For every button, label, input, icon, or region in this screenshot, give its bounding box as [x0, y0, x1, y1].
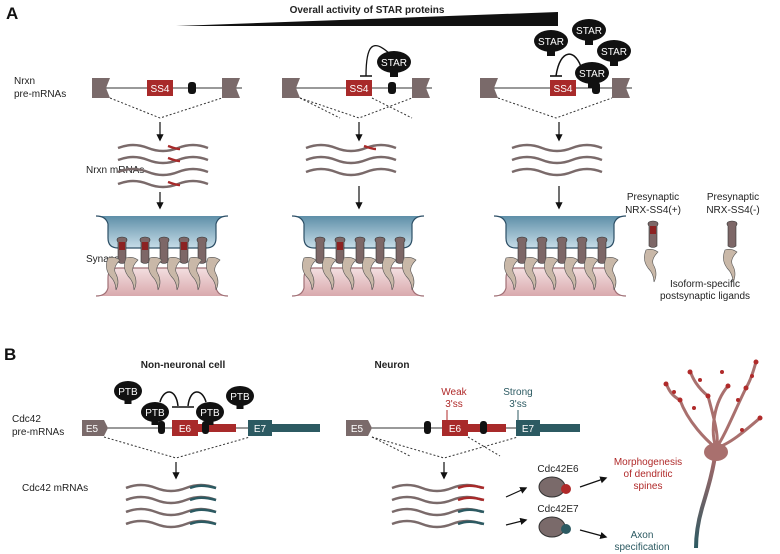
strong-ss-1: Strong	[503, 387, 532, 398]
star-activity-title: Overall activity of STAR proteins	[290, 5, 445, 16]
legend-minus-icon	[726, 220, 738, 248]
arrow-b4	[505, 517, 528, 526]
nrxn-mrna-label: Nrxn mRNAs	[86, 165, 144, 176]
star-label-col3-c: STAR	[601, 47, 627, 58]
e5-label-1: E5	[86, 424, 99, 435]
e7-label-1: E7	[254, 424, 267, 435]
legend-minus-2: NRX-SS4(-)	[706, 205, 759, 216]
star-label-col3-d: STAR	[579, 69, 605, 80]
morpho-2: of dendritic	[624, 469, 673, 480]
legend-ligand-1: Isoform-specific	[670, 279, 740, 290]
cdc42-mrna-neuron	[390, 483, 485, 529]
e5-label-2: E5	[351, 424, 364, 435]
cdc42-mrna-label: Cdc42 mRNAs	[22, 483, 88, 494]
weak-ss-1: Weak	[441, 387, 467, 398]
pre-mrna-col3: SS4	[480, 78, 632, 119]
cdc42e7-label: Cdc42E7	[537, 504, 579, 515]
legend-hook-1	[644, 249, 659, 283]
cdc42-mrna-nonneuronal	[124, 483, 218, 529]
ss4-exon-label-2: SS4	[350, 84, 369, 95]
ss4-exon-label-1: SS4	[151, 84, 170, 95]
nrxn-pre-label-2: pre-mRNAs	[14, 89, 66, 100]
synapse-col1	[95, 215, 229, 297]
legend-ligand-2: postsynaptic ligands	[660, 291, 750, 302]
panel-a-letter: A	[6, 4, 18, 23]
legend-minus-1: Presynaptic	[707, 192, 759, 203]
nrxn-pre-label-1: Nrxn	[14, 76, 35, 87]
star-proteins-col3: STAR STAR STAR STAR	[534, 19, 631, 88]
cdc42e7-protein	[538, 516, 571, 538]
cdc42-pre-neuron: E5 E6 E7 Weak 3'ss Strong 3'ss	[346, 387, 580, 459]
ptb-label-2: PTB	[145, 408, 165, 419]
e7-label-2: E7	[522, 424, 535, 435]
mrna-col3	[510, 143, 604, 177]
legend-hook-2	[723, 249, 738, 283]
star-protein-col2: STAR	[360, 44, 411, 77]
strong-ss-2: 3'ss	[509, 399, 526, 410]
axon-2: specification	[614, 542, 669, 553]
star-label-col3-a: STAR	[538, 37, 564, 48]
ptb-label-1: PTB	[118, 387, 138, 398]
star-activity-wedge	[176, 12, 558, 26]
non-neuronal-title: Non-neuronal cell	[141, 360, 226, 371]
cdc42e6-label: Cdc42E6	[537, 464, 579, 475]
star-label-col3-b: STAR	[576, 26, 602, 37]
e6-label-2: E6	[449, 424, 462, 435]
neuron-illustration	[663, 359, 763, 549]
axon-1: Axon	[631, 530, 654, 541]
arrow-b6	[579, 529, 608, 539]
cdc42-pre-label-1: Cdc42	[12, 414, 41, 425]
panel-b-letter: B	[4, 345, 16, 364]
pre-mrna-col1: SS4	[92, 78, 242, 119]
ptb-label-3: PTB	[200, 408, 220, 419]
legend-plus-1: Presynaptic	[627, 192, 679, 203]
e6-label-1: E6	[179, 424, 192, 435]
legend-plus-2: NRX-SS4(+)	[625, 205, 681, 216]
synapse-label: Synapse	[86, 254, 125, 265]
weak-ss-2: 3'ss	[445, 399, 462, 410]
morpho-3: spines	[634, 481, 663, 492]
cdc42-pre-label-2: pre-mRNAs	[12, 427, 64, 438]
arrow-b3	[505, 487, 528, 498]
legend-plus-icon	[647, 220, 659, 248]
synapse-col2	[291, 215, 425, 297]
star-label-col2: STAR	[381, 58, 407, 69]
neuron-title: Neuron	[375, 360, 410, 371]
cdc42e6-protein	[538, 476, 571, 498]
mrna-col1	[116, 143, 210, 189]
ptb-label-4: PTB	[230, 392, 250, 403]
mrna-col2	[304, 143, 398, 177]
arrow-b5	[579, 476, 608, 488]
cdc42-pre-nonneuronal: E5 E6 E7 PTB PTB PTB PTB	[82, 381, 320, 459]
morpho-1: Morphogenesis	[614, 457, 682, 468]
synapse-col3	[493, 215, 627, 297]
pre-mrna-col2: SS4	[282, 78, 432, 119]
ss4-exon-label-3: SS4	[554, 84, 573, 95]
